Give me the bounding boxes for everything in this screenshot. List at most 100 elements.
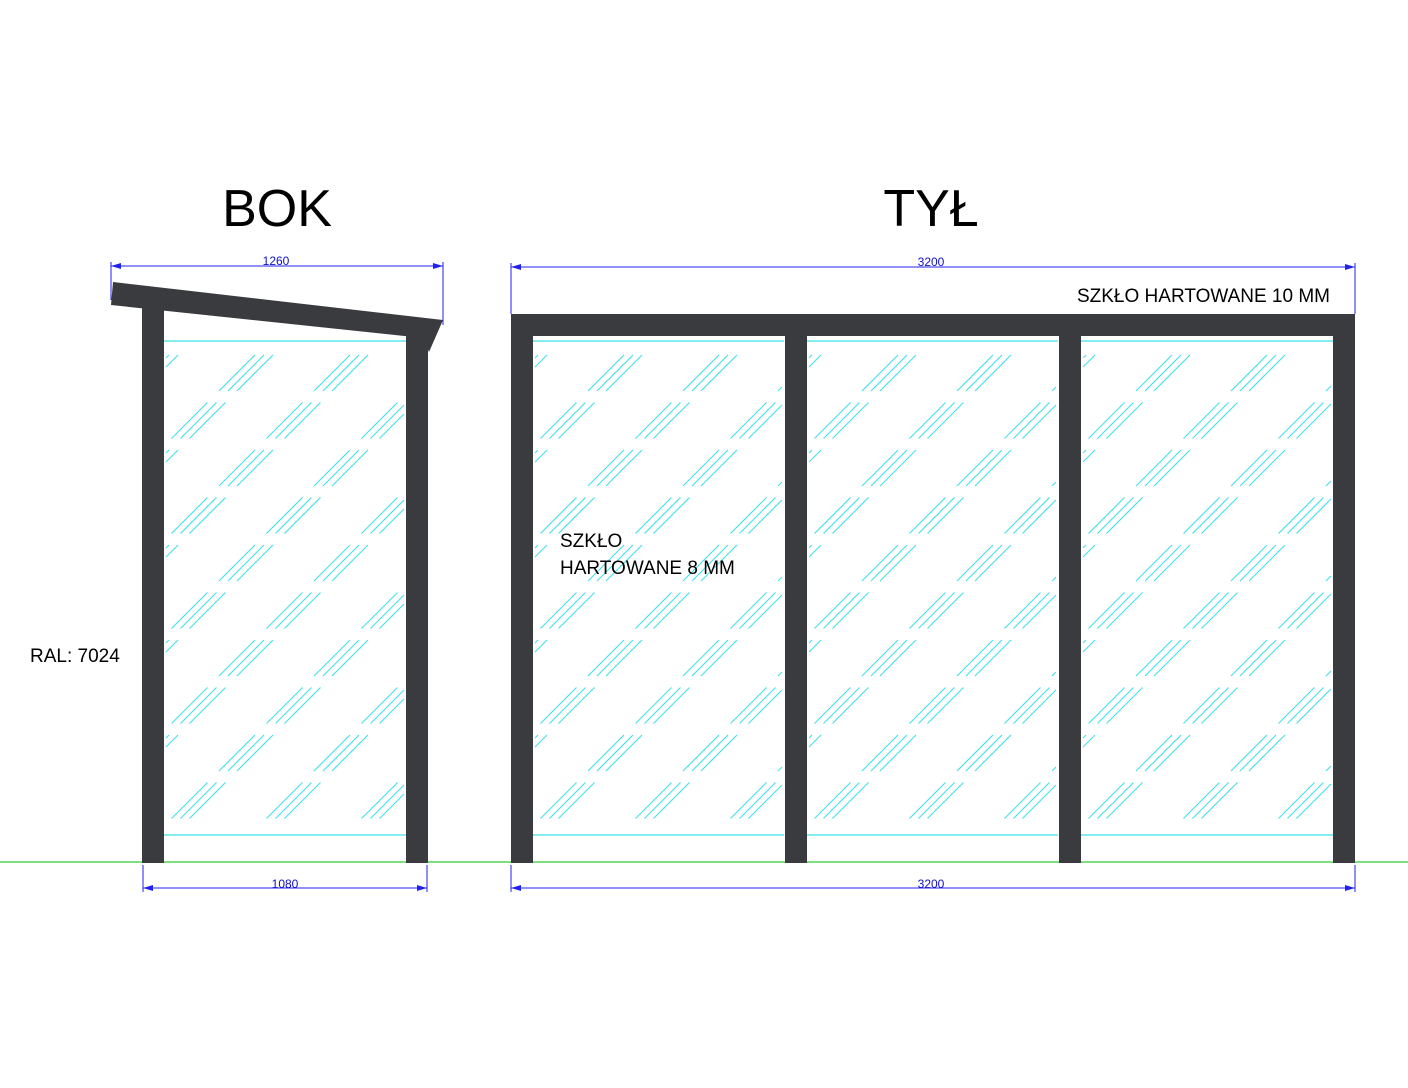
glass-hatch-stroke: [549, 497, 586, 534]
side-bottom-dimension: 1080: [142, 865, 428, 892]
glass-hatch-stroke: [956, 639, 994, 677]
glass-hatch-stroke: [653, 402, 690, 439]
glass-hatch-stroke: [730, 402, 767, 439]
glass-hatch-stroke: [284, 497, 321, 534]
glass-hatch-stroke: [1135, 639, 1173, 677]
glass-hatch-stroke: [1088, 782, 1125, 819]
glass-hatch-stroke: [974, 544, 1012, 582]
glass-hatch-stroke: [1013, 497, 1050, 534]
glass-hatch-stroke: [1296, 688, 1332, 724]
glass-hatch-stroke: [700, 734, 738, 772]
glass-hatch-stroke: [644, 687, 681, 724]
roof-glass-note: SZKŁO HARTOWANE 10 MM: [1077, 286, 1330, 307]
glass-hatch-stroke: [284, 687, 321, 724]
glass-hatch-stroke: [1082, 734, 1096, 748]
glass-hatch-stroke: [534, 544, 548, 558]
glass-hatch-stroke: [540, 402, 577, 439]
glass-hatch-stroke: [534, 354, 548, 368]
back-bottom-dimension-label: 3200: [918, 877, 945, 891]
glass-hatch-stroke: [1088, 687, 1125, 724]
glass-hatch-stroke: [1013, 402, 1050, 439]
glass-hatch-stroke: [1248, 544, 1286, 582]
glass-hatch-stroke: [918, 497, 955, 534]
glass-hatch-stroke: [748, 499, 783, 534]
glass-hatch-stroke: [1097, 782, 1134, 819]
glass-hatch-stroke: [1239, 734, 1277, 772]
glass-hatch-stroke: [653, 782, 690, 819]
glass-hatch-stroke: [284, 592, 321, 629]
glass-hatch-stroke: [635, 402, 672, 439]
glass-hatch-stroke: [1325, 575, 1332, 582]
glass-hatch-stroke: [534, 734, 548, 748]
glass-hatch-stroke: [227, 639, 265, 677]
glass-hatch-stroke: [1013, 687, 1050, 724]
glass-hatch-stroke: [275, 497, 312, 534]
glass-hatch-stroke: [171, 782, 208, 819]
glass-hatch-stroke: [1296, 498, 1332, 534]
glass-hatch-stroke: [227, 354, 265, 392]
glass-hatch-stroke: [549, 402, 586, 439]
glass-hatch-stroke: [1248, 639, 1286, 677]
glass-hatch-stroke: [605, 354, 643, 392]
glass-hatch-stroke: [534, 734, 539, 739]
glass-hatch-stroke: [832, 687, 869, 724]
glass-hatch-stroke: [1248, 354, 1286, 392]
glass-hatch-stroke: [777, 671, 783, 677]
back-glass-panel-2: [807, 340, 1058, 836]
glass-hatch-stroke: [379, 603, 405, 629]
glass-hatch-stroke: [284, 782, 321, 819]
glass-hatch-stroke: [682, 449, 720, 487]
glass-hatch-stroke: [1201, 497, 1238, 534]
glass-hatch-stroke: [180, 402, 217, 439]
glass-hatch-stroke: [814, 402, 851, 439]
glass-hatch-stroke: [218, 734, 256, 772]
glass-hatch-stroke: [1192, 782, 1229, 819]
glass-hatch-stroke: [171, 497, 208, 534]
back-view-title: TYŁ: [883, 180, 978, 238]
glass-hatch-stroke: [1239, 639, 1277, 677]
glass-hatch-stroke: [965, 639, 1003, 677]
glass-hatch-stroke: [534, 354, 539, 359]
glass-hatch-stroke: [1287, 592, 1324, 629]
glass-hatch-stroke: [1082, 449, 1096, 463]
glass-hatch-stroke: [1088, 402, 1125, 439]
glass-hatch-stroke: [1088, 497, 1125, 534]
glass-hatch-stroke: [165, 354, 170, 359]
glass-hatch-stroke: [956, 544, 994, 582]
glass-hatch-stroke: [313, 354, 351, 392]
glass-hatch-stroke: [1082, 544, 1087, 549]
glass-hatch-stroke: [227, 449, 265, 487]
glass-hatch-stroke: [171, 402, 208, 439]
glass-hatch-stroke: [748, 594, 783, 629]
wall-glass-note-line1: SZKŁO: [560, 531, 622, 552]
glass-hatch-stroke: [534, 544, 539, 549]
glass-hatch-stroke: [322, 354, 360, 392]
glass-hatch-stroke: [587, 639, 625, 677]
glass-hatch-stroke: [644, 592, 681, 629]
glass-hatch-stroke: [605, 544, 643, 582]
glass-hatch-stroke: [1082, 734, 1087, 739]
glass-hatch-stroke: [1004, 592, 1041, 629]
glass-hatch-stroke: [180, 497, 217, 534]
glass-hatch-stroke: [1296, 783, 1332, 819]
glass-hatch-stroke: [1022, 594, 1057, 629]
glass-hatch-stroke: [739, 687, 776, 724]
glass-hatch-stroke: [379, 698, 405, 724]
glass-hatch-stroke: [266, 687, 303, 724]
glass-hatch-stroke: [691, 449, 729, 487]
glass-hatch-stroke: [1153, 734, 1191, 772]
glass-hatching: [1082, 354, 1332, 819]
back-glass-panel-3: [1081, 340, 1333, 836]
glass-hatch-stroke: [379, 413, 405, 439]
glass-hatch-stroke: [909, 497, 946, 534]
glass-hatch-stroke: [596, 734, 634, 772]
glass-hatch-stroke: [549, 782, 586, 819]
glass-hatch-stroke: [1051, 671, 1057, 677]
glass-hatch-stroke: [682, 354, 720, 392]
glass-hatch-stroke: [1153, 639, 1191, 677]
glass-hatch-stroke: [558, 497, 595, 534]
glass-hatch-stroke: [596, 449, 634, 487]
glass-hatch-stroke: [227, 734, 265, 772]
glass-hatch-stroke: [1230, 354, 1268, 392]
glass-hatch-stroke: [1296, 593, 1332, 629]
